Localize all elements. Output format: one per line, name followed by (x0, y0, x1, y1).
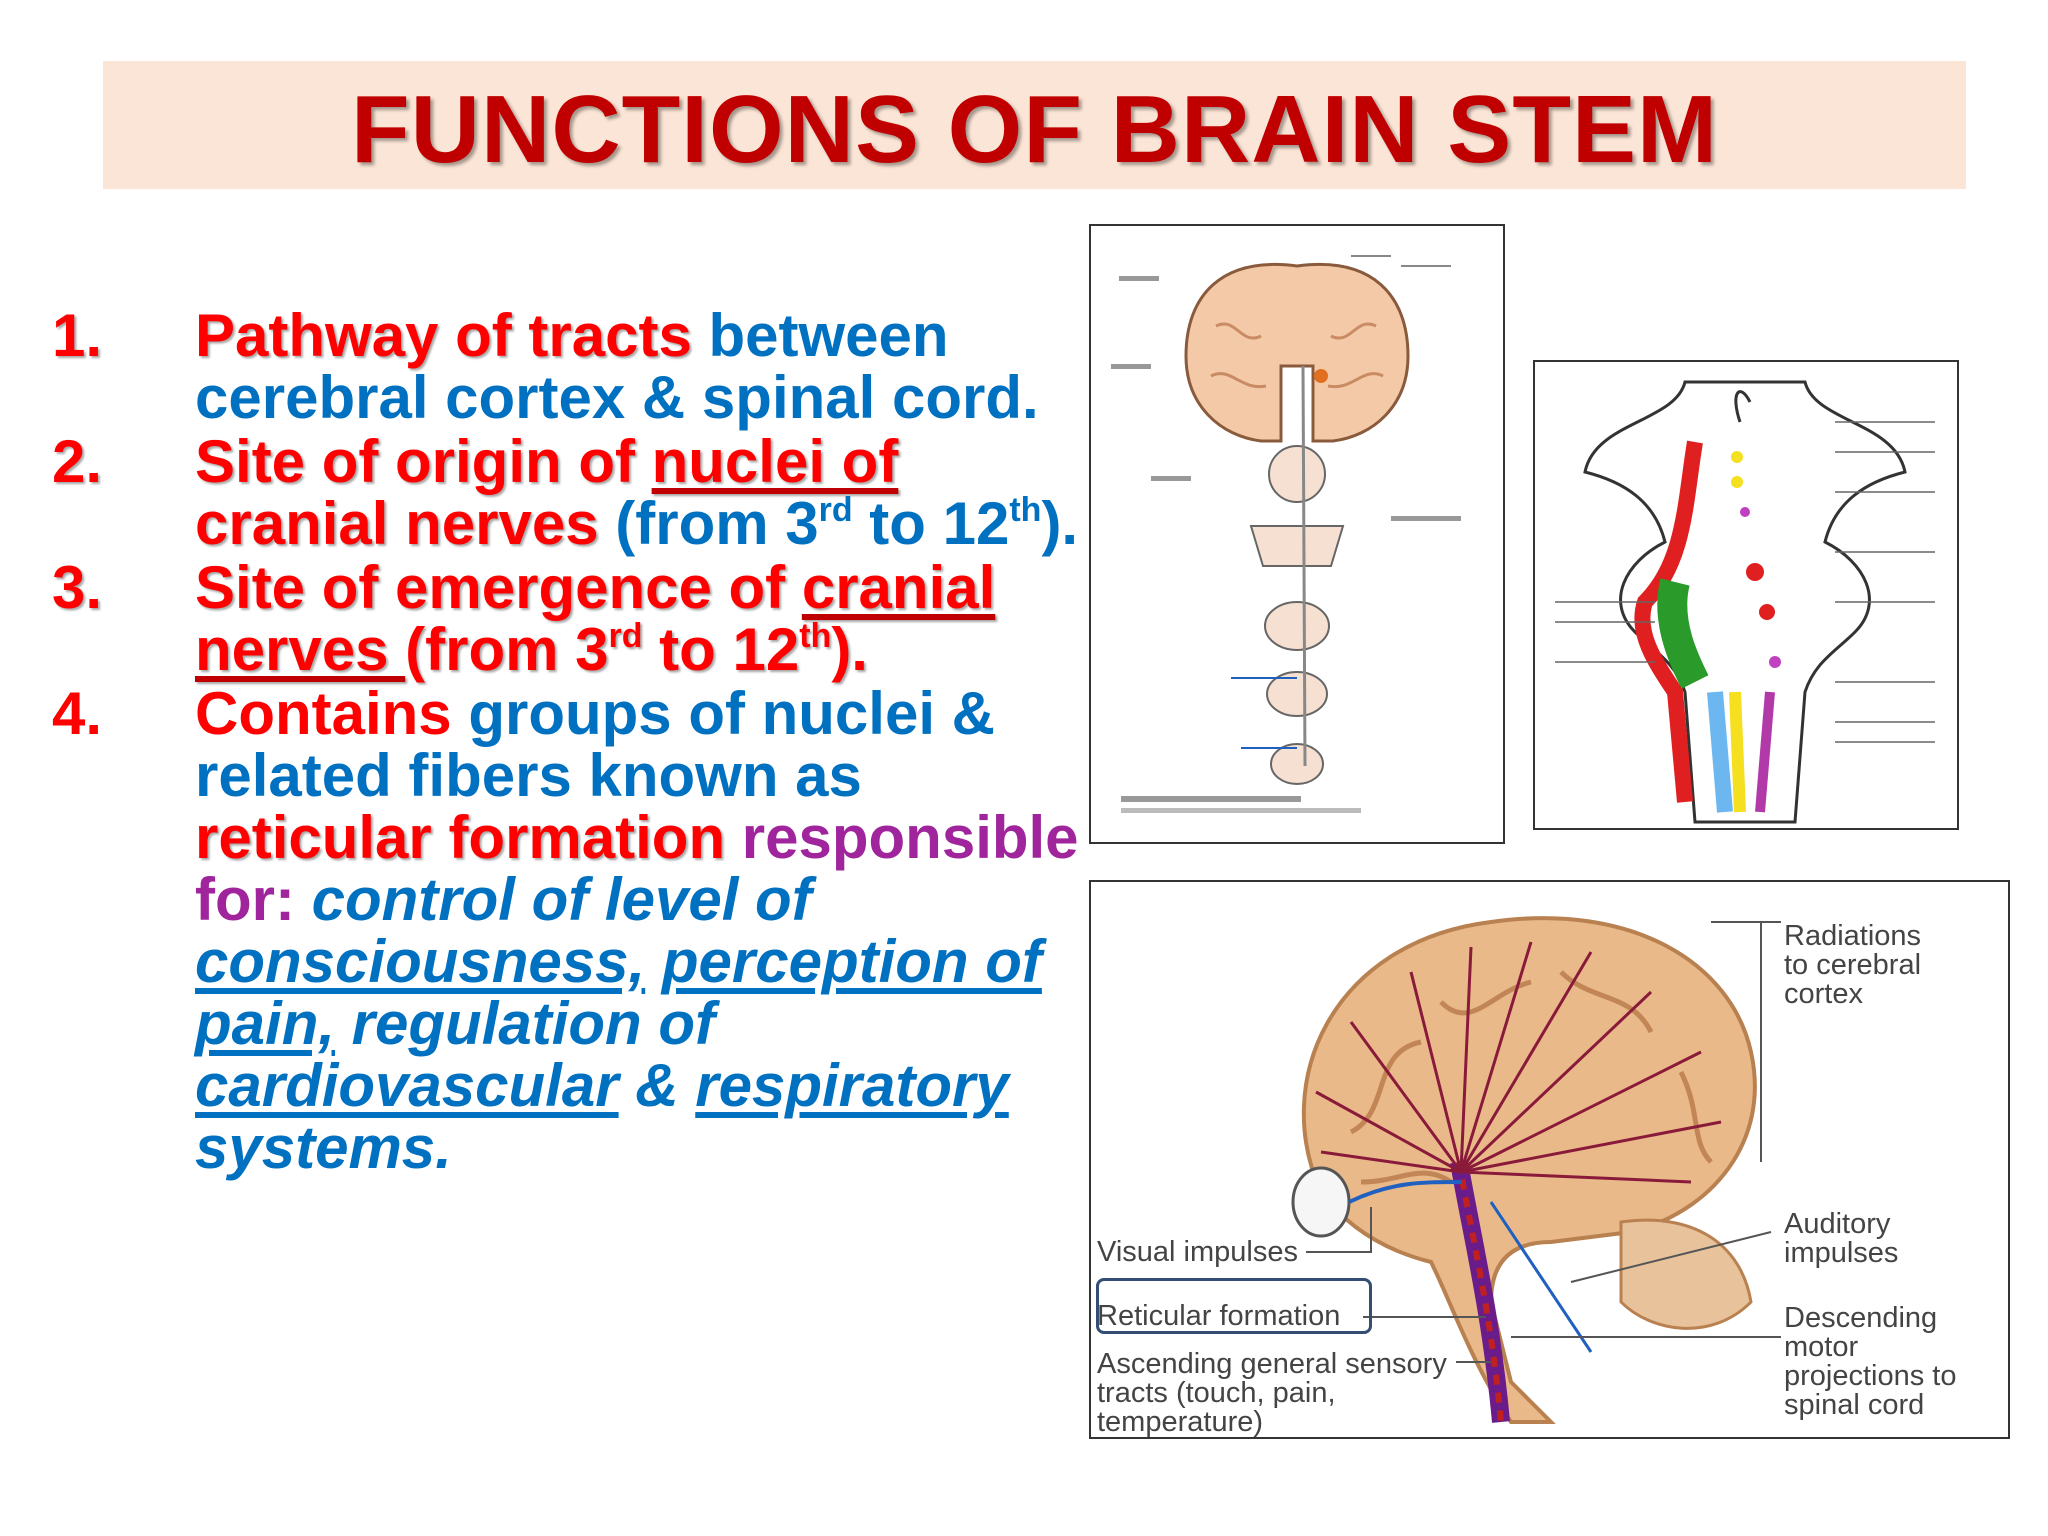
superscript: rd (608, 617, 643, 655)
responsible-text: responsible for: (195, 804, 1079, 933)
reticular-formation-highlight-box (1096, 1278, 1372, 1334)
cardiovascular-text: cardiovascular (195, 1052, 619, 1119)
function-list: 1. Pathway of tracts between cerebral co… (52, 305, 1082, 1181)
pain-text: perception of pain, (195, 928, 1042, 1057)
brain-sagittal-illustration (1291, 916, 1781, 1424)
cranial-nerve-nuclei-figure (1533, 360, 1959, 830)
spinothalamic-tract-figure (1089, 224, 1505, 844)
item-text: (from 3 (598, 490, 819, 557)
item-highlight-underlined: cranial nerves (195, 554, 996, 683)
spinothalamic-illustration (1111, 255, 1461, 813)
item-highlight-underlined: nuclei of (651, 428, 899, 495)
item-italic: control of level of (311, 866, 812, 933)
reticular-formation-figure: Radiations to cerebral cortex Auditory i… (1089, 880, 2010, 1439)
superscript: th (1009, 491, 1042, 529)
item-text: to 12 (642, 616, 800, 683)
brainstem-illustration (1555, 380, 1935, 824)
space (645, 928, 662, 995)
list-item-4: 4. Contains groups of nuclei & related f… (52, 683, 1082, 1179)
list-item-2: 2. Site of origin of nuclei of cranial n… (52, 431, 1082, 555)
reticular-formation-text: reticular formation (195, 804, 726, 871)
item-highlight: Site of origin of (195, 428, 652, 495)
item-text: between cerebral cortex & spinal cord. (195, 302, 1039, 431)
item-text: ). (831, 616, 868, 683)
superscript: rd (818, 491, 853, 529)
list-item-3: 3. Site of emergence of cranial nerves (… (52, 557, 1082, 681)
item-text: ). (1041, 490, 1079, 557)
respiratory-text: respiratory (695, 1052, 1009, 1119)
item-text: groups of nuclei & related fibers known … (195, 680, 996, 809)
auditory-label: Auditory impulses (1784, 1208, 1899, 1269)
item-highlight: cranial nerves (195, 490, 599, 557)
item-italic: regulation of (335, 990, 715, 1057)
item-contains: Contains (195, 680, 452, 747)
radiations-label: Radiations to cerebral cortex (1784, 920, 1922, 1010)
item-number: 2. (52, 428, 103, 495)
reticular-formation-label: Reticular formation (1097, 1300, 1341, 1332)
descending-label: Descending motor projections to spinal c… (1784, 1302, 1957, 1421)
item-number: 4. (52, 680, 103, 747)
item-text: (from 3 (405, 616, 609, 683)
ascending-label: Ascending general sensory tracts (touch,… (1097, 1348, 1447, 1438)
list-item-1: 1. Pathway of tracts between cerebral co… (52, 305, 1082, 429)
item-highlight: Pathway of tracts (195, 302, 692, 369)
item-italic: & (618, 1052, 696, 1119)
consciousness-text: consciousness, (195, 928, 646, 995)
superscript: th (799, 617, 832, 655)
title-banner: FUNCTIONS OF BRAIN STEM (103, 61, 1966, 189)
item-number: 3. (52, 554, 103, 621)
item-italic: systems. (195, 1114, 452, 1181)
item-number: 1. (52, 302, 103, 369)
visual-impulses-label: Visual impulses (1097, 1236, 1298, 1268)
item-highlight: Site of emergence of (195, 554, 802, 621)
item-text: to 12 (852, 490, 1010, 557)
slide-title: FUNCTIONS OF BRAIN STEM (351, 76, 1718, 183)
